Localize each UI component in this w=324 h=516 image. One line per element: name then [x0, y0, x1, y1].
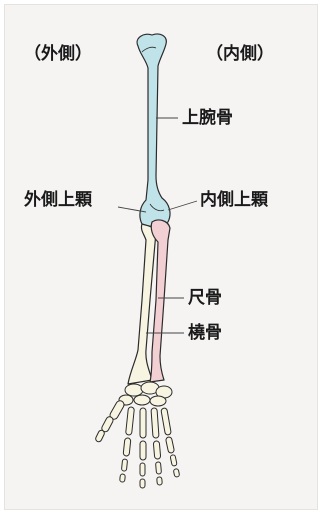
humerus-label: 上腕骨	[182, 108, 233, 128]
medial-epicondyle-label: 内側上顆	[200, 190, 268, 210]
medial-epicondyle-leader	[168, 201, 197, 210]
radius-label: 橈骨	[188, 323, 222, 343]
humerus-bone	[137, 34, 170, 226]
lateral-epicondyle-label: 外側上顆	[24, 190, 92, 210]
lateral-side-label: （外側）	[24, 44, 92, 64]
medial-side-label: （内側）	[206, 44, 274, 64]
hand-bones	[95, 382, 180, 488]
ulna-label: 尺骨	[188, 288, 222, 308]
